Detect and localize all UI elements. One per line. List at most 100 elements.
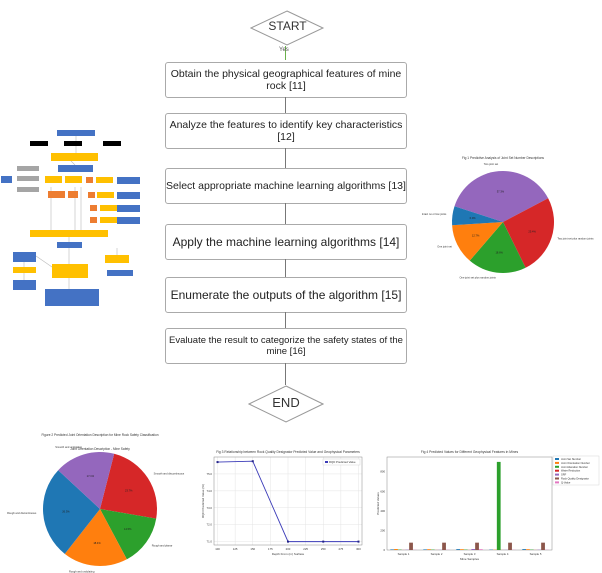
diagram-node <box>30 141 48 146</box>
start-label: START <box>268 19 307 33</box>
diagram-node <box>88 192 95 198</box>
x-tick-label: 275 <box>339 547 344 551</box>
pie-slice <box>454 171 549 222</box>
legend-label: Rock Quality Designator <box>561 477 589 481</box>
chart-title: Fig 3 Relationship between Rock Quality … <box>216 450 360 454</box>
slice-label: Rough and discontinuous <box>7 511 37 515</box>
legend-box <box>322 458 361 466</box>
slice-percent: 37.3% <box>497 190 505 194</box>
step-6: Evaluate the result to categorize the sa… <box>165 328 407 364</box>
pie-slice <box>469 222 526 273</box>
diagram-node <box>48 191 65 198</box>
diagram-node <box>90 205 97 211</box>
bar <box>526 549 530 550</box>
data-point <box>357 540 360 543</box>
diagram-node <box>117 217 140 224</box>
plot-frame <box>213 456 363 546</box>
step-4: Apply the machine learning algorithms [1… <box>165 224 407 260</box>
chart-title: Joint Orientation Description - Mine Saf… <box>70 447 130 451</box>
bar <box>394 549 398 550</box>
x-tick-label: 250 <box>321 547 326 551</box>
pie-slice <box>452 222 503 261</box>
x-tick-label: Sample 2 <box>431 552 443 556</box>
y-tick-label: 800 <box>380 470 385 474</box>
slice-label: Rough and planar <box>152 543 173 547</box>
slice-label: One joint set plus random joints <box>459 276 496 280</box>
data-point <box>322 540 325 543</box>
data-point <box>287 540 289 543</box>
pie-slice <box>43 470 100 554</box>
x-axis-label: Depth From (m) Surface <box>272 552 305 556</box>
chart-title: Fig 1 Predictive Analysis of Joint Set N… <box>462 156 544 160</box>
x-tick-label: 300 <box>356 547 361 551</box>
pie-slice <box>100 509 157 560</box>
slice-percent: 26.3% <box>62 510 70 514</box>
diagram-node <box>57 242 82 248</box>
bar <box>496 461 501 550</box>
x-tick-label: 175 <box>268 547 273 551</box>
legend-swatch <box>555 469 559 472</box>
legend-swatch <box>555 461 559 464</box>
diagram-node <box>13 280 36 290</box>
legend-label: Water Reduction <box>561 469 581 473</box>
diagram-node <box>64 141 82 146</box>
x-tick-label: Sample 4 <box>497 552 509 556</box>
connector <box>35 255 53 268</box>
diagram-node <box>96 177 113 183</box>
bar <box>522 549 527 550</box>
diagram-node <box>17 187 39 192</box>
legend-label: Q-Value <box>561 480 571 484</box>
pie-slice <box>100 453 157 519</box>
x-tick-label: Sample 5 <box>530 552 542 556</box>
y-tick-label: 73.0 <box>207 506 213 510</box>
diagram-node <box>103 141 121 146</box>
pie-slice <box>64 509 127 566</box>
diagram-node <box>117 177 140 184</box>
slice-percent: 23.7% <box>125 488 133 492</box>
bar <box>442 542 446 550</box>
x-tick-label: Sample 1 <box>398 552 410 556</box>
bar <box>423 549 428 550</box>
bar <box>471 549 476 550</box>
data-point <box>216 461 219 464</box>
y-axis-label: Predicted Values <box>376 492 380 515</box>
bar <box>456 549 461 550</box>
diagram-node <box>51 153 98 161</box>
bar <box>478 549 483 550</box>
y-tick-label: 75.0 <box>207 472 213 476</box>
pie-slice <box>503 198 554 268</box>
y-tick-label: 200 <box>380 528 385 532</box>
slice-label: Two joint set <box>484 162 499 166</box>
x-tick-label: Sample 3 <box>464 552 476 556</box>
x-tick-label: 100 <box>215 547 220 551</box>
slice-label: Smooth and discontinuous <box>154 471 185 475</box>
chart-title: Fig 4 Predicted Values for Different Geo… <box>421 450 519 454</box>
y-tick-label: 400 <box>380 509 385 513</box>
joint-set-pie-chart: Fig 1 Predictive Analysis of Joint Set N… <box>422 156 594 280</box>
legend-swatch <box>555 458 559 460</box>
diagram-node <box>52 264 88 278</box>
yes-arrow <box>285 46 286 60</box>
plot-frame <box>386 456 553 551</box>
diagram-node <box>86 177 93 183</box>
yes-label: Yes <box>279 47 289 53</box>
y-axis-label: RQD Predicted Value (%) <box>201 484 205 518</box>
y-tick-label: 600 <box>380 489 385 493</box>
diagram-node <box>13 252 36 262</box>
diagram-node <box>97 192 114 198</box>
step-1: Obtain the physical geographical feature… <box>165 62 407 98</box>
y-tick-label: 72.0 <box>207 523 213 527</box>
inputs-process-diagram <box>1 130 140 306</box>
step-3: Select appropriate machine learning algo… <box>165 168 407 204</box>
end-label: END <box>272 395 300 410</box>
diagram-node <box>45 289 99 306</box>
legend-label: Joint Alteration Number <box>561 465 588 469</box>
diagram-node <box>107 270 133 276</box>
diagram-node <box>105 255 129 263</box>
x-tick-label: 125 <box>233 547 238 551</box>
diagram-node <box>117 192 140 199</box>
pie-slice <box>58 452 115 509</box>
legend-box <box>552 455 600 486</box>
y-tick-label: 74.0 <box>207 489 213 493</box>
bar <box>475 542 479 550</box>
